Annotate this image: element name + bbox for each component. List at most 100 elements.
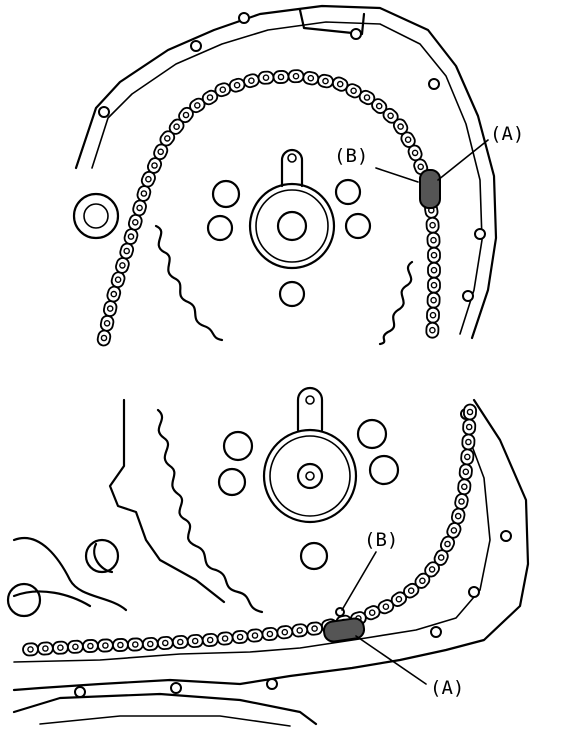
chain-pin <box>236 633 244 641</box>
chain-pin <box>106 305 114 312</box>
chain-pin <box>206 636 214 644</box>
chain-pin <box>417 163 425 171</box>
bottom-sprocket-hole <box>368 454 400 486</box>
top-leader-a <box>437 139 489 181</box>
chain-pin <box>404 136 412 143</box>
chain-pin <box>114 276 122 284</box>
chain-pin <box>42 645 49 652</box>
bottom-block-left <box>12 537 128 612</box>
chain-pin <box>375 102 383 110</box>
chain-pin <box>454 512 462 520</box>
bottom-mark-link-a <box>322 617 366 643</box>
chain-pin <box>191 637 199 645</box>
chain-pin <box>251 632 259 639</box>
chain-pin <box>428 566 436 573</box>
chain-pin <box>430 296 437 304</box>
chain-pin <box>307 74 315 82</box>
top-mark-link-a <box>419 169 441 209</box>
top-sprocket-hole <box>206 214 234 242</box>
bottom-block-outline <box>108 398 226 604</box>
chain-pin <box>87 642 94 650</box>
chain-pin <box>466 408 474 416</box>
chain-pin <box>57 644 64 652</box>
chain-pin <box>336 80 344 88</box>
chain-pin <box>397 123 404 130</box>
bottom-left-curve <box>12 590 92 608</box>
chain-pin <box>136 204 143 212</box>
top-cam-hub-center <box>276 210 308 242</box>
bottom-bolt-hole <box>170 682 182 694</box>
bottom-view: (B) (A) <box>6 386 530 727</box>
bottom-callout-b: (B) <box>364 529 398 551</box>
chain-pin <box>460 483 468 491</box>
top-callout-a: (A) <box>490 123 524 145</box>
bottom-cam-hub-inner <box>269 435 351 517</box>
chain-pin <box>110 290 118 298</box>
chain-pin <box>27 646 34 653</box>
chain-pin <box>182 111 190 119</box>
top-bolt-hole <box>98 106 110 118</box>
chain-pin <box>127 233 135 240</box>
top-left-boss <box>72 192 120 240</box>
chain-pin <box>146 640 154 648</box>
bottom-callout-a: (A) <box>430 677 464 699</box>
chain-pin <box>193 102 201 109</box>
chain-pin <box>157 148 164 156</box>
top-cam-key-tab <box>280 148 304 188</box>
chain-pin <box>233 81 241 89</box>
chain-pin <box>296 627 304 634</box>
chain-pin <box>411 149 419 157</box>
top-sprocket-teeth-left <box>154 224 224 342</box>
top-cover-boss <box>298 8 366 36</box>
bottom-cover-outline <box>12 398 530 692</box>
chain-pin <box>465 438 472 446</box>
chain-pin <box>450 527 458 534</box>
chain-pin <box>292 72 300 80</box>
bottom-leader-a <box>355 635 427 685</box>
chain-pin <box>429 311 437 319</box>
bottom-left-boss <box>84 538 120 574</box>
top-view: (A) (B) <box>72 4 524 347</box>
chain-pin <box>444 540 451 548</box>
chain-pin <box>363 94 371 101</box>
chain-pin <box>151 162 158 169</box>
chain-pin <box>140 190 148 197</box>
bottom-sprocket-teeth <box>156 408 264 614</box>
chain-pin <box>131 641 139 648</box>
chain-pin <box>102 642 109 649</box>
bottom-bolt-hole <box>74 686 86 698</box>
top-leader-b <box>375 167 419 183</box>
bottom-sprocket-hole <box>356 418 388 450</box>
bottom-cam-hub-dot <box>305 471 315 481</box>
chain-pin <box>463 453 471 461</box>
chain-pin <box>117 641 124 649</box>
top-cam-hub-inner <box>255 189 329 263</box>
bottom-timing-chain <box>22 403 477 657</box>
chain-pin <box>119 262 126 269</box>
chain-pin <box>429 221 436 229</box>
chain-pin <box>387 112 394 120</box>
chain-pin <box>458 498 465 505</box>
bottom-bolt-hole <box>266 678 278 690</box>
chain-pin <box>430 281 438 289</box>
chain-pin <box>465 423 473 431</box>
top-cam-hub-outer <box>248 182 336 270</box>
top-bolt-hole <box>350 28 362 40</box>
chain-pin <box>429 326 436 334</box>
top-bolt-hole <box>190 40 202 52</box>
chain-pin <box>395 595 403 603</box>
chain-pin <box>368 609 376 617</box>
bottom-cam-key-tab <box>296 386 324 432</box>
chain-pin <box>311 625 318 632</box>
chain-pin <box>437 554 445 561</box>
bottom-sprocket-hole <box>299 541 329 571</box>
top-sprocket-teeth-right <box>378 260 414 346</box>
chain-pin <box>206 94 214 101</box>
chain-pin <box>322 77 329 85</box>
top-sprocket-hole <box>344 212 372 240</box>
top-cover-outline <box>74 4 498 340</box>
top-sprocket-hole <box>278 280 306 308</box>
bottom-leader-b <box>341 551 377 611</box>
bottom-bolt-hole <box>500 530 512 542</box>
